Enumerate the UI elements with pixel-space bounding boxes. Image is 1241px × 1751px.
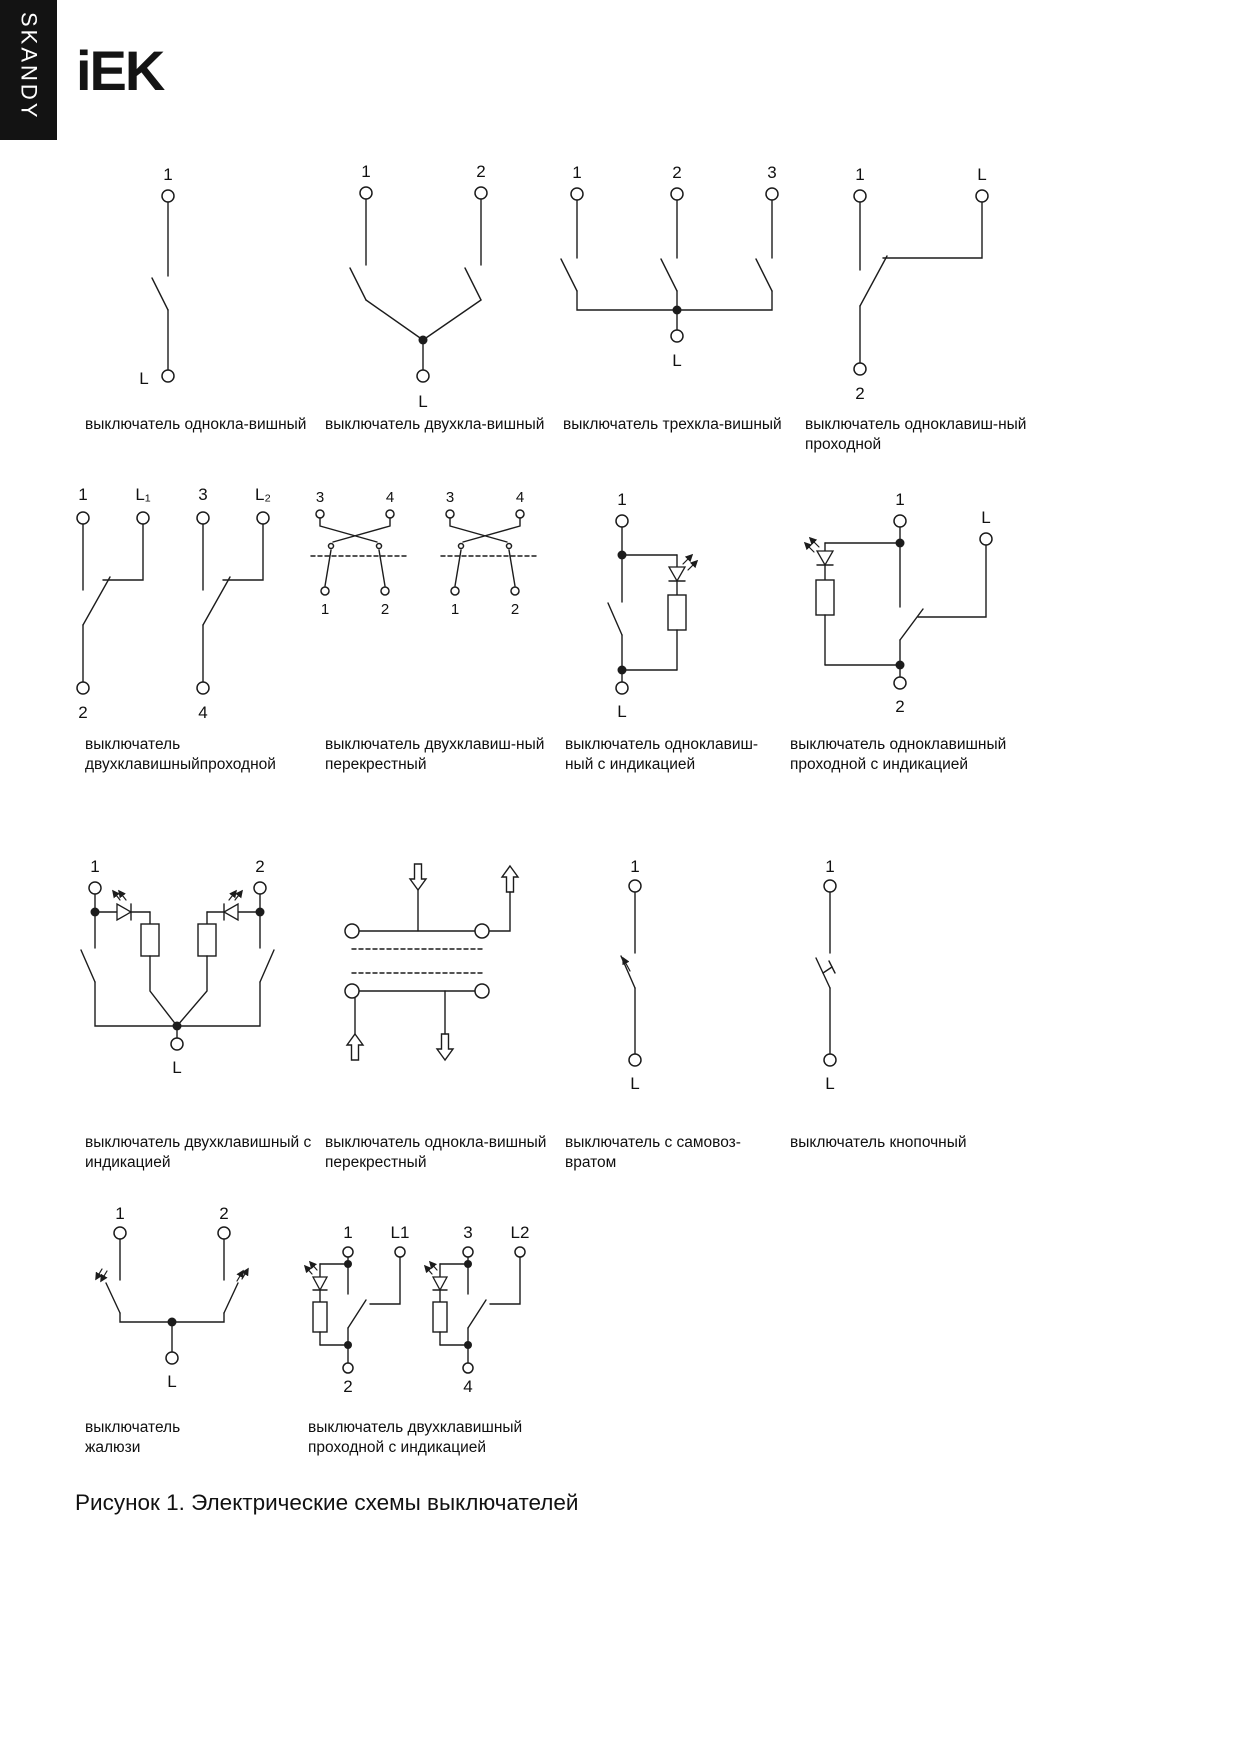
circuit-single-cross [344, 863, 520, 1062]
terminal-label: 2 [381, 601, 389, 618]
terminal-label: L2 [511, 1223, 530, 1242]
diagram-caption: выключатель кнопочный [790, 1134, 967, 1151]
diagram-caption: выключатель двухкла-вишный [325, 416, 545, 433]
terminal-label: 2 [855, 384, 864, 403]
terminal-label: 2 [476, 162, 485, 181]
circuit-triple-switch [560, 187, 779, 343]
terminal-label: 3 [198, 485, 207, 504]
diagram-caption: выключатель с самовоз- вратом [565, 1134, 741, 1172]
terminal-label: L [672, 351, 681, 370]
terminal-label: 2 [895, 697, 904, 716]
circuit-single-indicator [607, 514, 699, 695]
terminal-label: 1 [617, 490, 626, 509]
diagram-caption: выключатель двухклавишный проходной с ин… [308, 1419, 523, 1457]
terminal-label: L [981, 508, 990, 527]
terminal-label: 3 [446, 489, 454, 506]
diagram-single-cross-switch [344, 863, 520, 1062]
diagram-triple-switch: 1 2 3 L [560, 163, 779, 370]
circuit-double-pass [76, 511, 270, 695]
terminal-label: 1 [895, 490, 904, 509]
diagram-double-pass-indicator: 1 L1 3 L2 2 4 [303, 1223, 530, 1396]
diagram-blinds-switch: 1 2 L [95, 1204, 249, 1391]
diagram-double-switch-indicator: 1 2 L [80, 857, 275, 1077]
circuit-double-pass-indicator-b [423, 1246, 526, 1374]
figure-caption: Рисунок 1. Электрические схемы выключате… [75, 1490, 579, 1515]
terminal-label: 3 [767, 163, 776, 182]
diagram-caption: выключатель однокла-вишный [85, 416, 307, 433]
terminal-label: 1 [115, 1204, 124, 1223]
terminal-label: 2 [672, 163, 681, 182]
terminal-label: 2 [511, 601, 519, 618]
circuit-self-return [620, 879, 642, 1067]
terminal-label: L₁ [135, 485, 150, 504]
terminal-label: 4 [463, 1377, 472, 1396]
diagram-self-return-switch: 1 L [620, 857, 642, 1093]
terminal-label: 1 [630, 857, 639, 876]
diagram-caption: выключатель одноклавиш- ный с индикацией [565, 736, 759, 774]
terminal-label: 4 [198, 703, 207, 722]
terminal-label: L [825, 1074, 834, 1093]
diagram-caption: выключатель одноклавишный проходной с ин… [790, 736, 1007, 774]
terminal-label: 1 [572, 163, 581, 182]
terminal-label: L [617, 702, 626, 721]
terminal-label: 1 [163, 165, 172, 184]
diagram-caption: выключатель двухклавиш-ный перекрестный [325, 736, 545, 774]
terminal-label: 2 [343, 1377, 352, 1396]
terminal-label: 4 [386, 489, 394, 506]
iek-logo: iEK [76, 39, 165, 102]
diagram-double-cross-switch: 3 4 1 2 3 4 1 2 [310, 489, 538, 618]
diagram-caption: выключатель трехкла-вишный [563, 416, 782, 433]
brand-name: SKANDY [16, 12, 42, 121]
circuit-double-indicator [80, 881, 275, 1051]
terminal-label: 1 [78, 485, 87, 504]
terminal-label: L₂ [255, 485, 271, 504]
diagram-caption: выключатель жалюзи [85, 1419, 181, 1457]
circuit-double-pass-indicator-a [303, 1246, 406, 1374]
diagram-single-pass-switch: 1 L 2 [853, 165, 989, 403]
diagram-double-pass-switch: 1 L₁ 3 L₂ 2 4 [76, 485, 271, 722]
terminal-label: 1 [321, 601, 329, 618]
brand-sidebar: SKANDY [0, 0, 57, 140]
terminal-label: 1 [343, 1223, 352, 1242]
terminal-label: L [139, 369, 148, 388]
terminal-label: 3 [316, 489, 324, 506]
terminal-label: 2 [78, 703, 87, 722]
terminal-label: 4 [516, 489, 524, 506]
circuit-push-button [815, 879, 837, 1067]
diagram-push-button-switch: 1 L [815, 857, 837, 1093]
terminal-label: 1 [855, 165, 864, 184]
diagram-single-switch: 1 L [139, 165, 175, 388]
terminal-label: L [172, 1058, 181, 1077]
diagram-caption: выключатель двухклавишныйпроходной [85, 736, 276, 774]
diagram-single-pass-indicator: 1 L 2 [803, 490, 993, 716]
diagram-caption: выключатель однокла-вишный перекрестный [325, 1134, 547, 1172]
diagram-single-switch-indicator: 1 L [607, 490, 699, 721]
terminal-label: 1 [825, 857, 834, 876]
terminal-label: 1 [451, 601, 459, 618]
circuit-blinds [95, 1226, 249, 1365]
terminal-label: 2 [219, 1204, 228, 1223]
diagram-double-switch: 1 2 L [349, 162, 488, 411]
terminal-label: L1 [391, 1223, 410, 1242]
circuit-double-switch [349, 186, 488, 383]
terminal-label: 3 [463, 1223, 472, 1242]
circuit-single-pass [853, 189, 989, 376]
terminal-label: L [630, 1074, 639, 1093]
terminal-label: L [977, 165, 986, 184]
circuit-single-switch [151, 189, 175, 383]
terminal-label: L [418, 392, 427, 411]
circuit-double-cross-a [310, 509, 408, 596]
diagram-caption: выключатель двухклавишный с индикацией [85, 1134, 312, 1172]
diagram-caption: выключатель одноклавиш-ный проходной [805, 416, 1027, 454]
terminal-label: 1 [90, 857, 99, 876]
terminal-label: 2 [255, 857, 264, 876]
terminal-label: 1 [361, 162, 370, 181]
circuit-double-cross-b [440, 509, 538, 596]
circuit-single-pass-indicator [803, 514, 993, 690]
terminal-label: L [167, 1372, 176, 1391]
